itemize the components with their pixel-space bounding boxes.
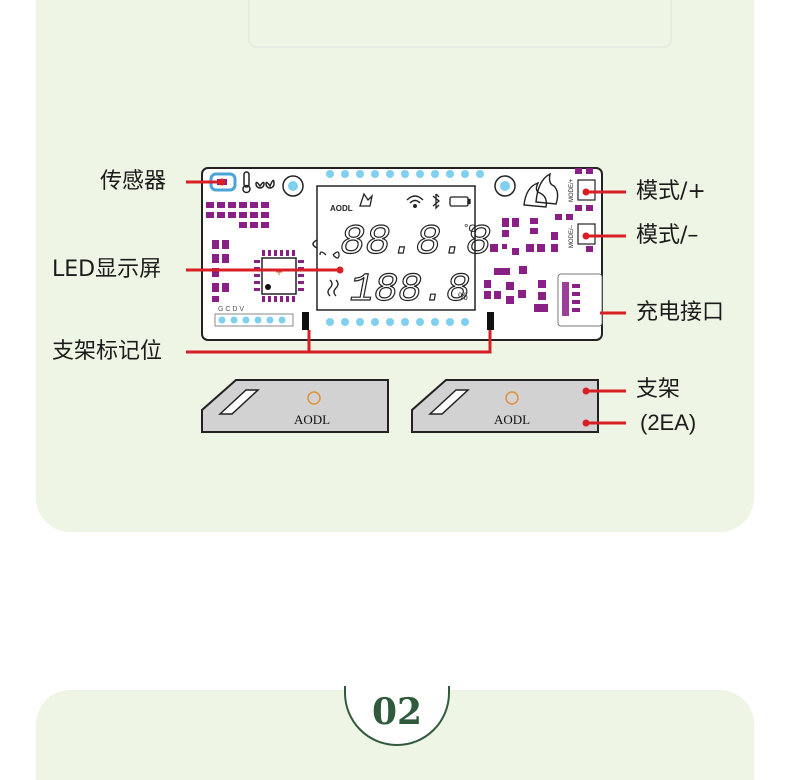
label-bracket-quantity: (2EA): [640, 410, 697, 435]
lcd-brand: AODL: [330, 204, 353, 213]
label-sensor: 传感器: [100, 169, 167, 194]
unit-percent: %: [458, 291, 468, 303]
unit-celsius: °C: [464, 223, 476, 235]
label-bracket: 支架: [636, 377, 681, 402]
bracket-right-brand: AODL: [494, 412, 530, 427]
mode-minus-silk: MODE/–: [569, 224, 575, 248]
bluetooth-icon: [432, 193, 441, 210]
label-mode-minus: 模式/–: [636, 223, 699, 248]
label-led-display: LED显示屏: [52, 257, 162, 282]
section-number: 02: [371, 691, 423, 733]
bracket-mark-right: [487, 312, 494, 330]
mode-plus-silk: MODE/+: [569, 178, 575, 202]
mcu-chip: [254, 250, 304, 302]
bracket-left: [201, 379, 389, 433]
pin-labels: G C D V: [218, 306, 244, 313]
label-charge-port: 充电接口: [636, 300, 725, 325]
humidity-icon: [255, 179, 275, 189]
callout-lines: [186, 180, 626, 425]
bracket-left-brand: AODL: [294, 412, 330, 427]
charge-port: [557, 273, 603, 327]
pcb-board: [201, 167, 603, 341]
bottom-dot-row: [326, 318, 469, 326]
animal-icon: [359, 192, 374, 207]
label-mode-plus: 模式/+: [636, 179, 706, 204]
thermometer-icon: [242, 171, 251, 194]
lcd-segment-bottom: 188.8: [350, 268, 470, 313]
pin-header: [214, 313, 294, 327]
lcd-display: [312, 185, 476, 311]
bracket-right: [411, 379, 599, 433]
callout-dots: [218, 178, 590, 427]
label-bracket-mark: 支架标记位: [52, 339, 163, 364]
battery-icon: [449, 196, 471, 207]
top-dot-row: [326, 170, 484, 178]
smd-components-right: [484, 168, 593, 312]
wifi-icon: [406, 195, 424, 208]
previous-image-frame: [248, 0, 672, 48]
smd-components-left: [206, 202, 269, 302]
lcd-segment-top: 88.8.8: [340, 218, 491, 266]
bracket-mark-left: [302, 312, 309, 330]
bird-icon: [523, 172, 559, 208]
fan-icon: [319, 251, 340, 297]
